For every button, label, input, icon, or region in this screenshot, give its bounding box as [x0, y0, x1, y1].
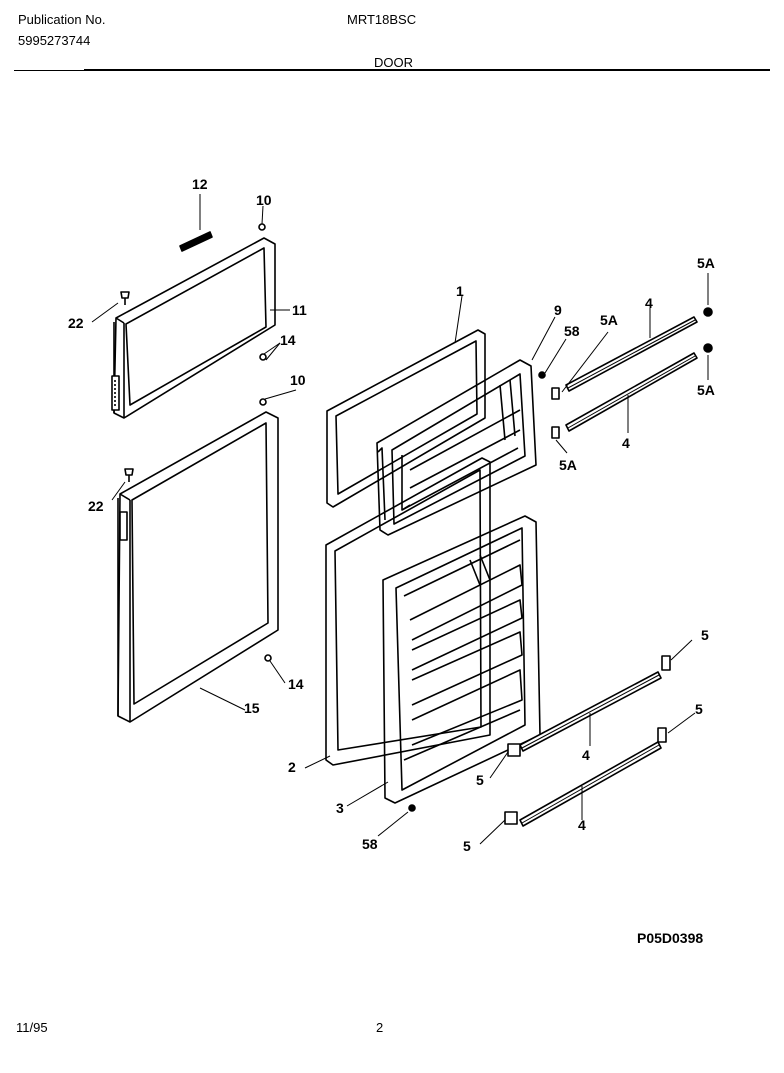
callout-22: 22 [68, 315, 84, 331]
callout-5: 5 [463, 838, 471, 854]
callout-3: 3 [336, 800, 344, 816]
callout-5: 5 [701, 627, 709, 643]
part-9-freezer-door-liner [376, 359, 537, 536]
callout-labels: 12 10 22 11 14 10 22 14 15 1 9 58 5A 4 5… [68, 176, 715, 854]
part-1-freezer-gasket [326, 329, 486, 508]
part-15-fresh-food-door-panel [117, 411, 279, 723]
callout-5a: 5A [697, 255, 715, 271]
part-11-freezer-door-panel [111, 237, 276, 419]
callout-4: 4 [622, 435, 630, 451]
part-5a-end-caps [551, 307, 713, 439]
diagram-code: P05D0398 [637, 930, 704, 946]
callout-10: 10 [290, 372, 306, 388]
callout-11: 11 [292, 302, 307, 318]
section-title: DOOR [374, 55, 413, 70]
callout-5a: 5A [697, 382, 715, 398]
publication-number: 5995273744 [18, 33, 91, 48]
part-5-end-caps [504, 655, 671, 825]
page-number: 2 [376, 1020, 384, 1035]
fasteners [120, 223, 546, 812]
part-12-nameplate [179, 231, 213, 252]
callout-leader-lines [91, 194, 709, 845]
callout-1: 1 [456, 283, 464, 299]
footer-date: 11/95 [16, 1020, 48, 1035]
callout-15: 15 [244, 700, 260, 716]
part-4-door-rails [519, 316, 698, 827]
callout-12: 12 [192, 176, 208, 192]
callout-4: 4 [645, 295, 653, 311]
model-number: MRT18BSC [347, 12, 417, 27]
callout-9: 9 [554, 302, 562, 318]
header-rule-thin [14, 70, 84, 71]
callout-5: 5 [476, 772, 484, 788]
callout-4: 4 [578, 817, 586, 833]
callout-58: 58 [362, 836, 378, 852]
callout-5a: 5A [600, 312, 618, 328]
callout-14: 14 [288, 676, 304, 692]
part-3-fresh-food-door-liner [382, 515, 541, 804]
header-rule [84, 69, 770, 71]
callout-14: 14 [280, 332, 296, 348]
publication-label: Publication No. [18, 12, 106, 27]
callout-5: 5 [695, 701, 703, 717]
callout-58: 58 [564, 323, 580, 339]
callout-4: 4 [582, 747, 590, 763]
callout-10: 10 [256, 192, 272, 208]
callout-5a: 5A [559, 457, 577, 473]
callout-22: 22 [88, 498, 104, 514]
callout-2: 2 [288, 759, 296, 775]
part-2-fresh-food-gasket [325, 457, 491, 766]
